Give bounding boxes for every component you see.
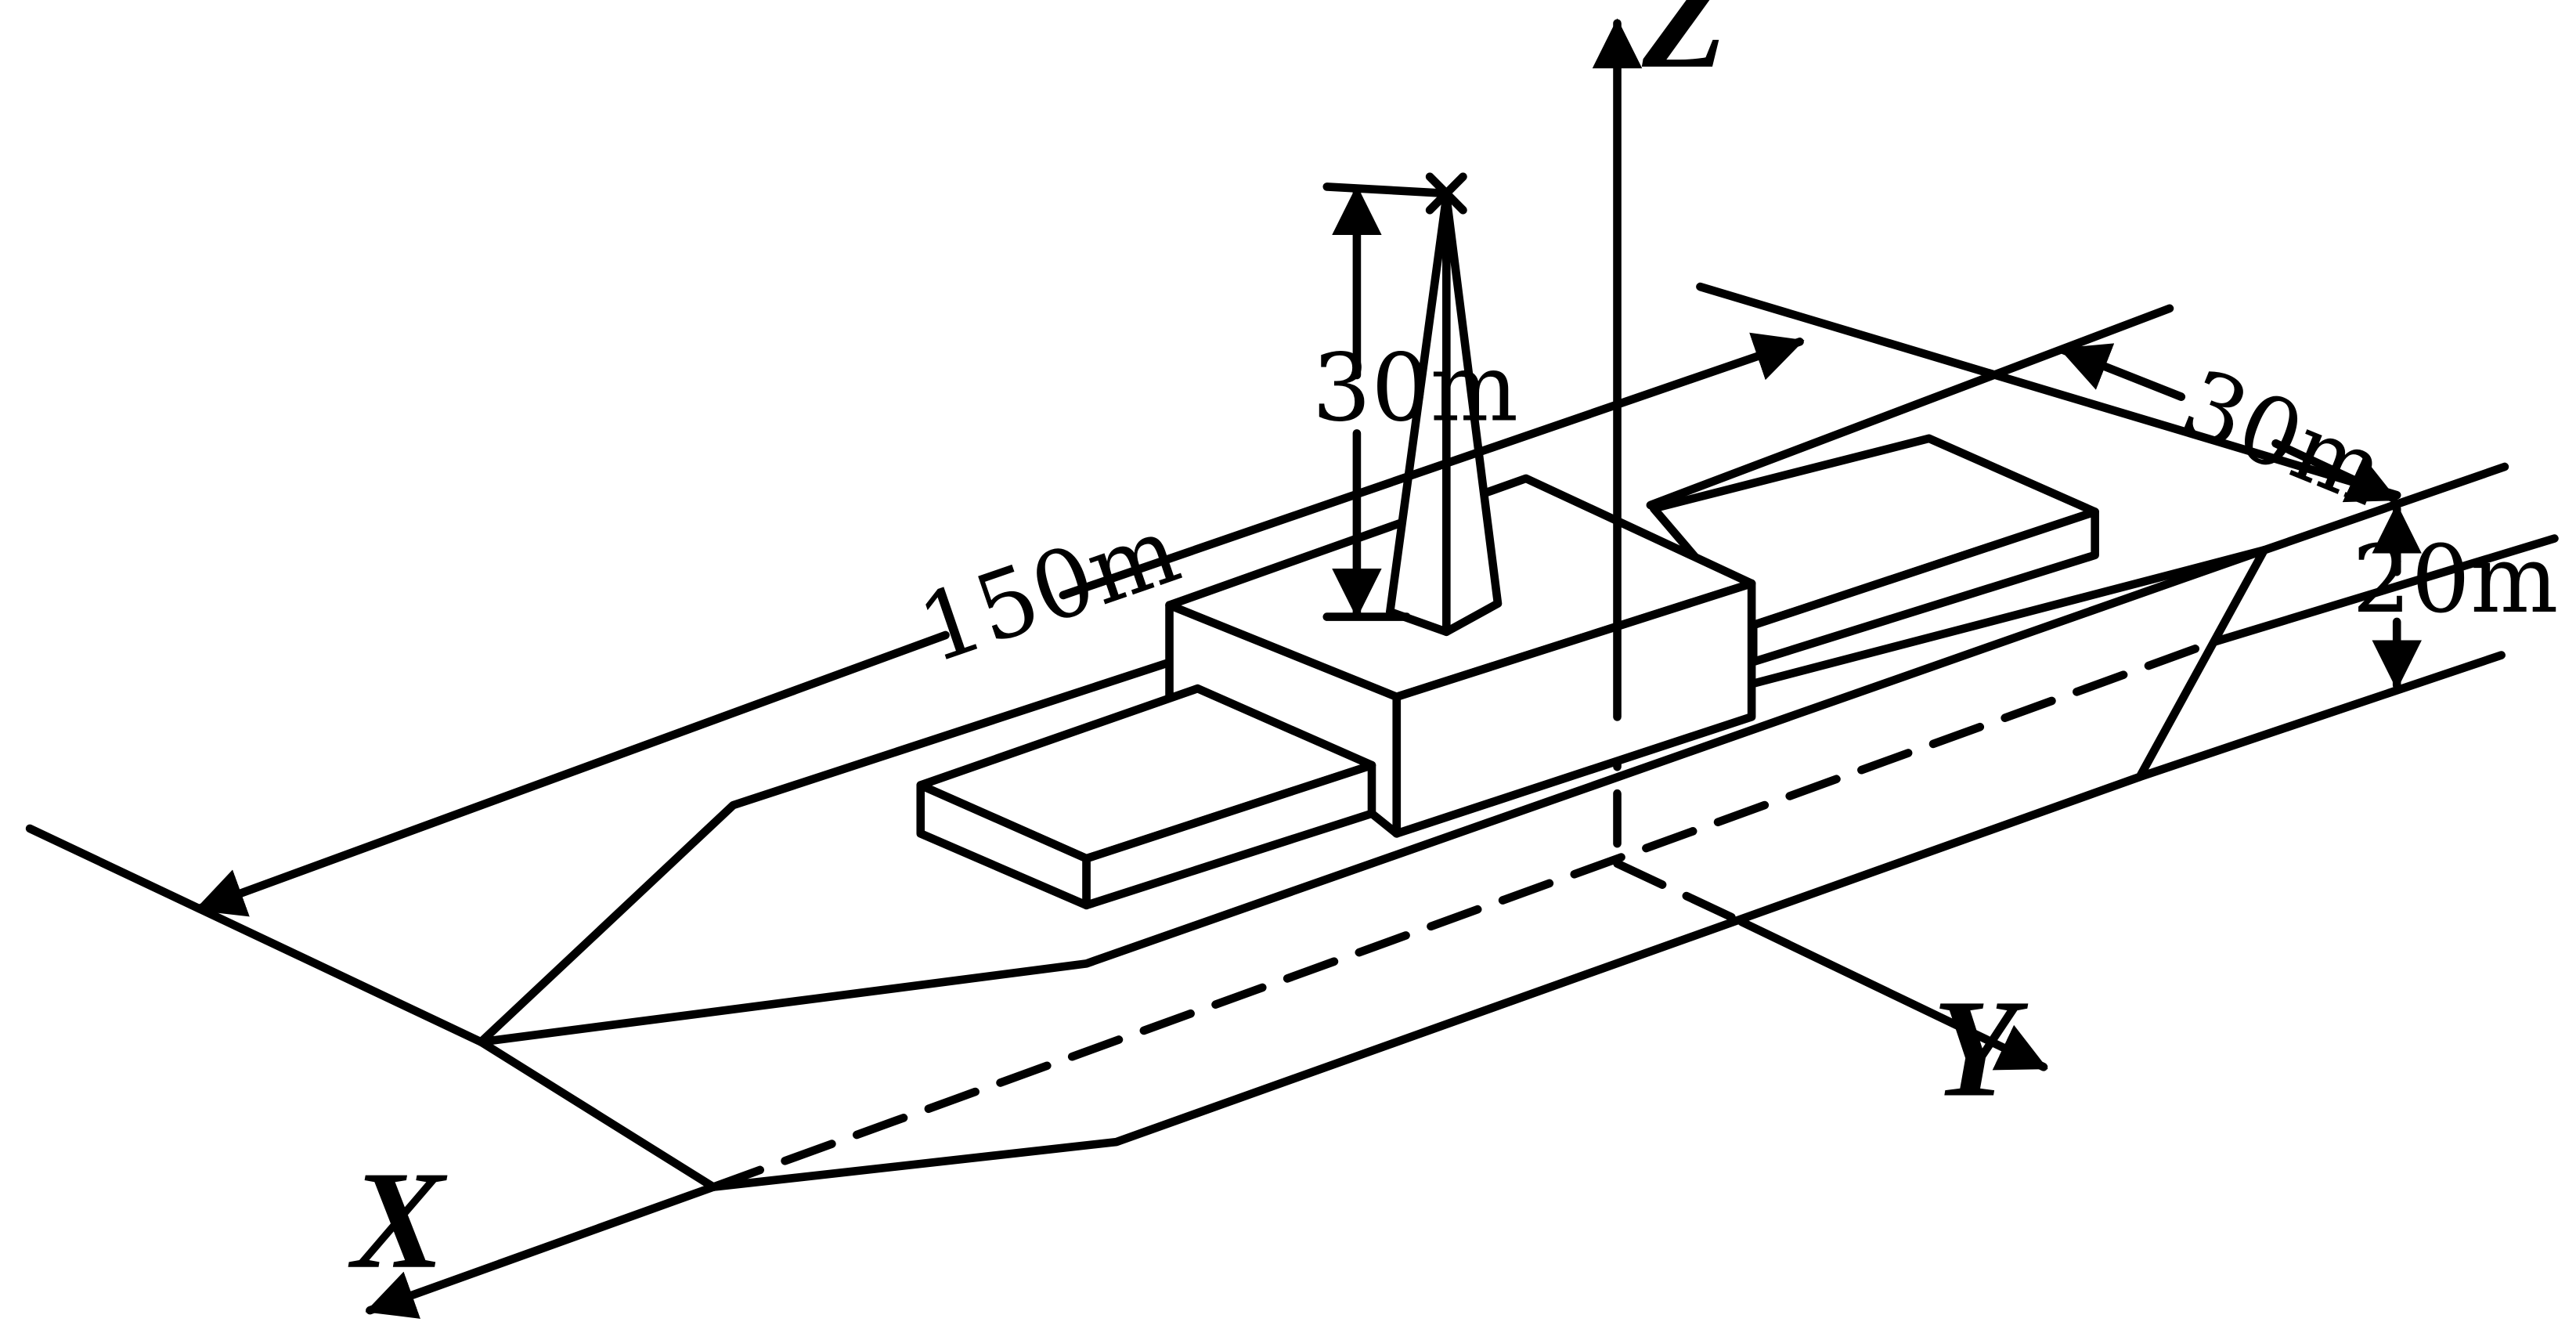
mast-height-top-tick bbox=[1322, 182, 1451, 198]
hidden-y-axis-segment bbox=[1613, 859, 1746, 926]
x-axis-label: X bbox=[348, 1142, 448, 1297]
keel-extension-right bbox=[2135, 651, 2506, 782]
length-dimension-line bbox=[1059, 332, 1805, 600]
beam-dimension-right bbox=[2271, 439, 2398, 503]
hull-height-label: 20m bbox=[2352, 526, 2558, 634]
superstructure-left-lower bbox=[1367, 692, 1402, 838]
deck-edge-rear bbox=[1748, 546, 2269, 688]
hull-deck-outline bbox=[477, 659, 1171, 1046]
x-axis bbox=[365, 1183, 718, 1319]
y-axis-label: Y bbox=[1932, 970, 2029, 1125]
length-label: 150m bbox=[906, 496, 1192, 685]
mast-height-label: 30m bbox=[1312, 334, 1518, 442]
midline-extension-right bbox=[2210, 534, 2559, 646]
z-axis-label: Z bbox=[1641, 0, 1727, 97]
beam-label: 30m bbox=[2168, 349, 2400, 527]
deck-edge-extension-top bbox=[1646, 304, 2174, 510]
right-extension-line bbox=[1696, 282, 2401, 500]
y-axis bbox=[1737, 917, 2048, 1071]
hidden-keel-line bbox=[709, 638, 2219, 1191]
length-dimension-line-lower bbox=[194, 630, 950, 917]
left-extension-line bbox=[25, 824, 485, 1046]
beam-dimension-left bbox=[2058, 343, 2186, 401]
